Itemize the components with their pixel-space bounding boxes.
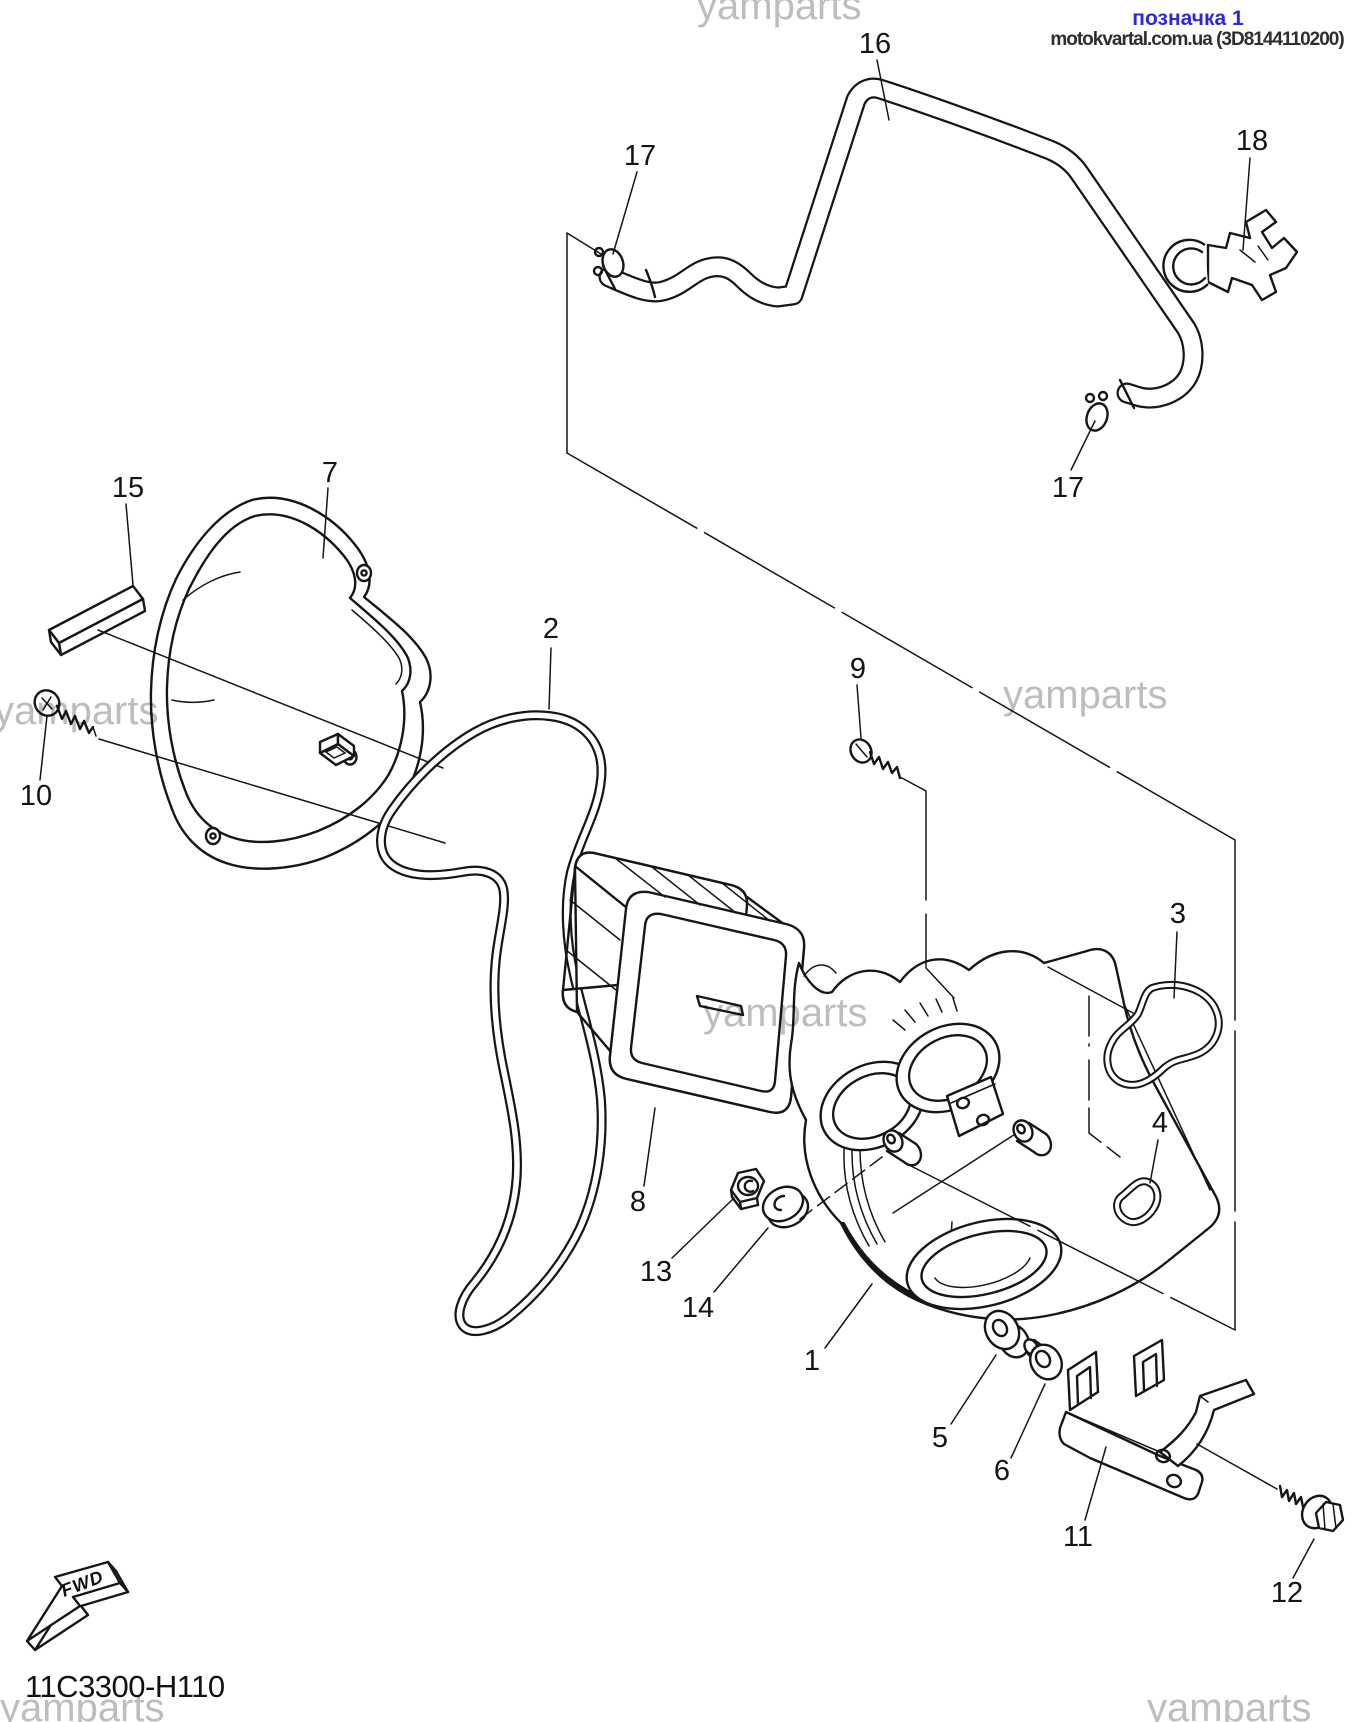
air-filter-element-part — [561, 851, 806, 1114]
callout-11: 11 — [1063, 1446, 1107, 1553]
screw-9-part — [849, 738, 955, 999]
callout-18: 18 — [1236, 125, 1268, 251]
watermark-top: yamparts — [697, 0, 862, 28]
callout-label: 15 — [112, 472, 144, 504]
callout-10: 10 — [20, 715, 52, 812]
grommet-part — [983, 1309, 1031, 1359]
callout-label: 4 — [1152, 1107, 1168, 1139]
header-source: motokvartal.com.ua (3D8144110200) — [1050, 29, 1344, 50]
callout-1: 1 — [804, 1283, 873, 1377]
washer-part — [761, 1153, 887, 1229]
callout-5: 5 — [932, 1354, 997, 1454]
watermark-right: yamparts — [1003, 673, 1168, 717]
callout-label: 13 — [640, 1256, 672, 1288]
callout-label: 3 — [1170, 898, 1186, 930]
cover-clip-tab — [318, 732, 356, 767]
hose-clip-right — [1084, 390, 1109, 432]
small-seal-part — [1113, 1177, 1162, 1227]
callouts: 16 17 18 17 15 7 2 9 — [20, 28, 1315, 1609]
filter-handle — [695, 994, 745, 1017]
nut-part — [729, 1167, 766, 1211]
watermark-left: yamparts — [0, 689, 159, 733]
callout-3: 3 — [1170, 898, 1186, 999]
watermark-bottom-right: yamparts — [1147, 1686, 1312, 1722]
fwd-arrow-icon — [25, 1560, 122, 1643]
callout-17-right: 17 — [1052, 420, 1096, 504]
watermarks: yamparts yamparts yamparts yamparts yamp… — [0, 0, 1312, 1722]
callout-8: 8 — [630, 1107, 656, 1218]
callout-4: 4 — [1149, 1107, 1168, 1184]
axis-line-bottom — [904, 1162, 1236, 1331]
callout-label: 16 — [859, 28, 891, 60]
callout-label: 12 — [1271, 1577, 1303, 1609]
callout-label: 14 — [682, 1292, 714, 1324]
callout-label: 17 — [624, 140, 656, 172]
cover-gasket-part — [376, 710, 607, 1337]
callout-label: 8 — [630, 1186, 646, 1218]
outlet-port — [905, 1217, 1063, 1311]
callout-15: 15 — [112, 472, 144, 586]
diagram-code: 11C3300-H110 — [25, 1669, 225, 1704]
callout-label: 2 — [543, 613, 559, 645]
callout-label: 10 — [20, 780, 52, 812]
sensor-plate — [945, 1075, 1005, 1138]
callout-label: 17 — [1052, 472, 1084, 504]
callout-13: 13 — [640, 1197, 735, 1288]
strip-part — [47, 584, 444, 769]
callout-9: 9 — [850, 653, 866, 739]
clamp-part — [1162, 208, 1299, 302]
callout-7: 7 — [322, 457, 338, 559]
hose-clip-left — [592, 246, 625, 278]
bolt-part — [1196, 1443, 1345, 1533]
filter-hatch-lines — [565, 857, 771, 991]
callout-label: 11 — [1063, 1521, 1093, 1553]
callout-label: 9 — [850, 653, 866, 685]
callout-2: 2 — [543, 613, 559, 710]
callout-14: 14 — [682, 1227, 769, 1324]
callout-label: 5 — [932, 1422, 948, 1454]
breather-hose-part — [598, 77, 1204, 410]
callout-12: 12 — [1271, 1538, 1315, 1609]
watermark-center: yamparts — [703, 991, 868, 1035]
case-bosses — [882, 1119, 1053, 1167]
bracket-part — [1058, 1338, 1256, 1501]
duct-gasket-part — [1047, 966, 1223, 1158]
header-note: позначка 1 — [1132, 7, 1244, 30]
callout-label: 1 — [804, 1345, 820, 1377]
callout-6: 6 — [994, 1383, 1046, 1487]
callout-label: 6 — [994, 1455, 1010, 1487]
callout-17-left: 17 — [612, 140, 656, 255]
watermark-bottom-left: yamparts — [0, 1686, 165, 1722]
callout-label: 18 — [1236, 125, 1268, 157]
callout-label: 7 — [322, 457, 338, 489]
collar-part — [1023, 1338, 1064, 1381]
construction-lines — [566, 232, 1236, 1331]
fwd-indicator: FWD — [25, 1560, 130, 1652]
port-rim-ticks — [892, 997, 958, 1031]
callout-16: 16 — [859, 28, 891, 121]
header: позначка 1 motokvartal.com.ua (3D8144110… — [1050, 7, 1345, 50]
